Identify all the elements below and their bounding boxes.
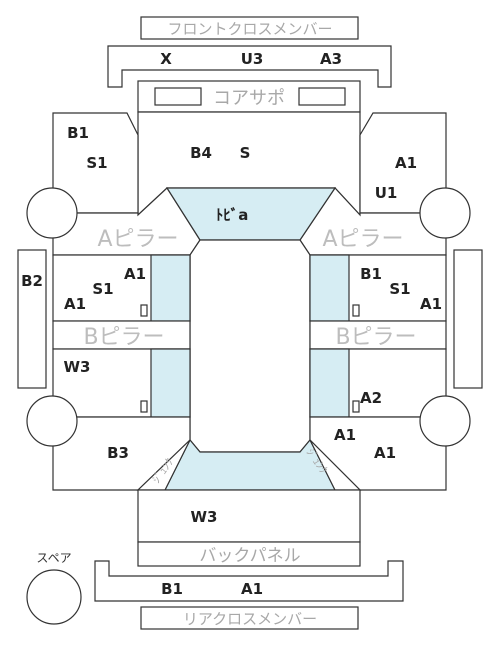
rear-cross-member-box[interactable] [140,606,359,630]
hood-code-b4: B4 [190,144,212,162]
windshield-label: ﾄﾋﾞa [216,206,249,224]
left-front-fender-code-s1: S1 [86,154,107,172]
left-rear-handle[interactable] [140,400,148,413]
spare-tire[interactable] [26,569,82,625]
right-front-wheel[interactable] [419,187,471,239]
left-front-door-code-a1-top: A1 [124,265,146,283]
left-side-skirt[interactable] [17,249,47,389]
rear-cross-member-label: リアクロスメンバー [183,610,317,628]
rear-bumper-code-b1: B1 [161,580,183,598]
left-headlight[interactable] [154,87,202,106]
right-front-fender-code-u1: U1 [375,184,398,202]
hood-code-s: S [240,144,251,162]
left-front-door-code-s1: S1 [92,280,113,298]
left-b-pillar[interactable] [52,320,191,350]
right-front-door-code-b1: B1 [360,265,382,283]
rear-bumper-code-a1: A1 [241,580,263,598]
front-cross-member-label: フロントクロスメンバー [167,20,332,38]
rear-bumper[interactable] [94,560,404,602]
front-bumper-code-x: X [160,50,172,68]
right-rear-wheel[interactable] [419,395,471,447]
right-rear-door-code-a2: A2 [360,389,382,407]
right-front-window[interactable] [309,254,350,322]
right-rear-handle[interactable] [352,400,360,413]
right-front-handle[interactable] [352,304,360,317]
right-b-pillar-label: Bピラー [335,325,416,350]
right-b-pillar[interactable] [309,320,447,350]
trunk-lid-code-w3: W3 [191,508,218,526]
left-rear-door-code-w3: W3 [64,358,91,376]
left-a-pillar-label: Aピラー [97,227,178,252]
right-front-door-code-a1: A1 [420,295,442,313]
left-front-wheel[interactable] [26,187,78,239]
front-bumper-code-a3: A3 [320,50,342,68]
left-front-window[interactable] [150,254,191,322]
left-front-door-code-a1-bottom: A1 [64,295,86,313]
front-cross-member-box[interactable] [140,16,359,40]
right-rear-window[interactable] [309,348,350,418]
front-bumper-code-u3: U3 [241,50,264,68]
right-side-skirt[interactable] [453,249,483,389]
left-front-fender-code-b1: B1 [67,124,89,142]
right-rear-quarter-code-a1-1: A1 [334,426,356,444]
roof[interactable] [189,239,311,453]
core-support-label: コアサポ [213,88,285,109]
left-b-pillar-label: Bピラー [83,325,164,350]
left-front-handle[interactable] [140,304,148,317]
left-rear-window[interactable] [150,348,191,418]
back-panel[interactable] [137,541,361,567]
right-front-door-code-s1: S1 [389,280,410,298]
right-front-fender-code-a1: A1 [395,154,417,172]
left-rear-quarter-code-b3: B3 [107,444,129,462]
right-a-pillar-label: Aピラー [322,227,403,252]
left-side-skirt-code-b2: B2 [21,272,43,290]
left-rear-wheel[interactable] [26,395,78,447]
front-bumper[interactable] [107,45,392,88]
trunk-lid[interactable] [137,489,361,543]
spare-tire-label: スペア [36,551,71,565]
back-panel-label: バックパネル [199,546,300,566]
right-rear-quarter-code-a1-2: A1 [374,444,396,462]
right-headlight[interactable] [298,87,346,106]
